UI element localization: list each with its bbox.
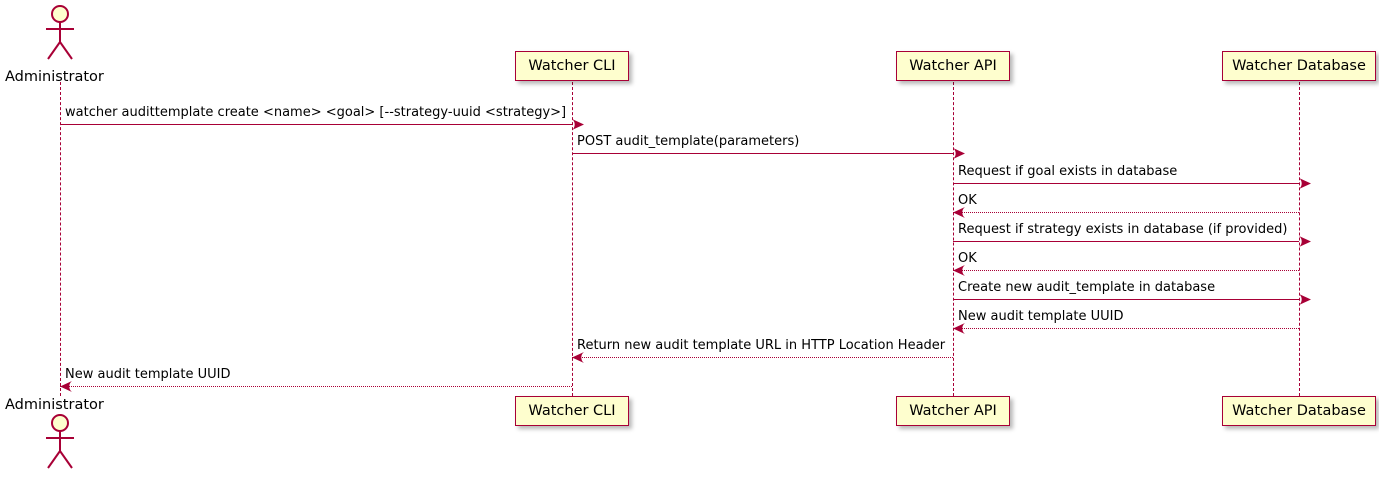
message-line-m9 [572, 357, 953, 358]
message-label-m4: OK [958, 193, 977, 208]
participant-watcher-api-bottom[interactable]: Watcher API [896, 396, 1010, 426]
message-label-m8: New audit template UUID [958, 309, 1124, 324]
message-line-m6 [953, 270, 1299, 271]
participant-watcher-database-bottom[interactable]: Watcher Database [1221, 396, 1377, 426]
actor-administrator-top [38, 4, 82, 60]
participant-watcher-cli-top[interactable]: Watcher CLI [515, 51, 629, 81]
lifeline-watcher-api [953, 82, 954, 396]
message-label-m7: Create new audit_template in database [958, 280, 1216, 295]
actor-label-top: Administrator [5, 69, 104, 85]
message-label-m6: OK [958, 251, 977, 266]
message-label-m10: New audit template UUID [65, 367, 231, 382]
message-line-m4 [953, 212, 1299, 213]
lifeline-administrator [60, 82, 61, 396]
message-line-m3 [953, 183, 1299, 184]
participant-watcher-cli-bottom[interactable]: Watcher CLI [515, 396, 629, 426]
message-label-m2: POST audit_template(parameters) [577, 134, 800, 149]
message-line-m10 [60, 386, 572, 387]
actor-administrator-bottom [38, 413, 82, 469]
message-label-m9: Return new audit template URL in HTTP Lo… [577, 338, 946, 353]
actor-label-bottom: Administrator [5, 397, 104, 413]
message-label-m3: Request if goal exists in database [958, 164, 1178, 179]
message-line-m7 [953, 299, 1299, 300]
lifeline-watcher-cli [572, 82, 573, 396]
message-label-m1: watcher audittemplate create <name> <goa… [65, 105, 567, 120]
message-line-m5 [953, 241, 1299, 242]
lifeline-watcher-database [1299, 82, 1300, 396]
message-line-m1 [60, 124, 572, 125]
message-line-m2 [572, 153, 953, 154]
participant-watcher-api-top[interactable]: Watcher API [896, 51, 1010, 81]
participant-watcher-database-top[interactable]: Watcher Database [1221, 51, 1377, 81]
message-line-m8 [953, 328, 1299, 329]
message-label-m5: Request if strategy exists in database (… [958, 222, 1288, 237]
